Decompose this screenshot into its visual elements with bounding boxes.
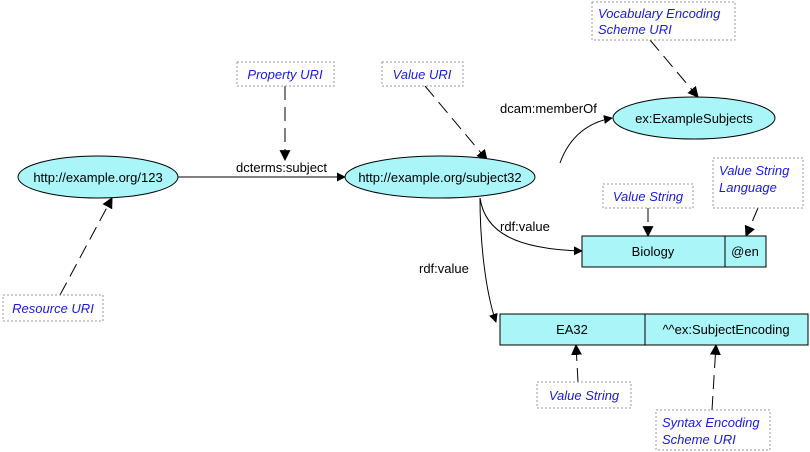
edges [178,115,613,323]
note-value-uri-box [381,61,464,87]
note-resource-uri-text: Resource URI [12,301,94,316]
pointer-value-string-ea32 [571,343,583,383]
node-resource-label: http://example.org/123 [33,170,162,185]
literal-biology: Biology @en [581,235,767,268]
node-resource: http://example.org/123 [17,155,179,199]
note-property-uri-text: Property URI [247,67,323,82]
pointer-ves-uri [649,39,699,98]
node-ves: ex:ExampleSubjects [612,96,776,140]
pointer-resource-uri [59,197,113,296]
note-value-string-ea32-text: Value String [549,388,620,403]
literal-ea32-datatype: ^^ex:SubjectEncoding [662,322,789,337]
literal-ea32-value: EA32 [556,322,588,337]
edge-label-value-biology: rdf:value [500,219,550,234]
edge-labels: dcterms:subject dcam:memberOf rdf:value … [236,101,597,276]
note-resource-uri-box [2,294,104,322]
note-ses-uri: Syntax Encoding Scheme URI [655,409,771,451]
edge-label-subject: dcterms:subject [236,160,327,175]
edge-label-value-ea32: rdf:value [419,261,469,276]
node-ves-shape [612,96,776,140]
note-ses-uri-line1: Syntax Encoding [662,415,760,430]
note-property-uri: Property URI [236,61,335,87]
literal-biology-lang: @en [731,244,759,259]
note-value-string-ea32-box [536,381,632,409]
note-value-string-language-line2: Language [719,180,777,195]
note-value-uri: Value URI [381,61,464,87]
edge-member-of [559,115,613,164]
note-property-uri-box [236,61,335,87]
pointer-value-string-language [744,207,759,238]
note-value-string-language-line1: Value String [719,163,790,178]
node-value-shape [344,155,536,199]
literal-ea32-datatype-box [644,313,809,346]
literal-biology-value-box [581,235,726,268]
note-value-string-language: Value String Language [712,157,804,209]
node-value-label: http://example.org/subject32 [358,170,521,185]
edge-value-ea32 [479,197,498,323]
edge-label-member-of: dcam:memberOf [500,101,597,116]
note-value-string-ea32: Value String [536,381,632,409]
literal-biology-value: Biology [632,244,675,259]
pointer-ses-uri [709,343,721,411]
note-ses-uri-line2: Scheme URI [662,432,736,447]
note-ves-uri-box [591,1,736,41]
node-value: http://example.org/subject32 [344,155,536,199]
literal-ea32-value-box [499,313,646,346]
pointer-value-uri [424,85,488,161]
note-pointers [59,39,759,411]
note-value-string-language-box [712,157,804,209]
note-ves-uri: Vocabulary Encoding Scheme URI [591,1,736,41]
note-resource-uri: Resource URI [2,294,104,322]
literal-biology-lang-box [724,235,767,268]
note-value-string-biology: Value String [602,183,694,209]
literal-ea32: EA32 ^^ex:SubjectEncoding [499,313,809,346]
note-value-uri-text: Value URI [393,67,452,82]
node-ves-label: ex:ExampleSubjects [635,111,753,126]
note-value-string-biology-box [602,183,694,209]
note-value-string-biology-text: Value String [613,189,684,204]
note-ves-uri-line2: Scheme URI [598,22,672,37]
note-ses-uri-box [655,409,771,451]
node-resource-shape [17,155,179,199]
note-ves-uri-line1: Vocabulary Encoding [598,6,721,21]
edge-value-biology [479,197,583,256]
